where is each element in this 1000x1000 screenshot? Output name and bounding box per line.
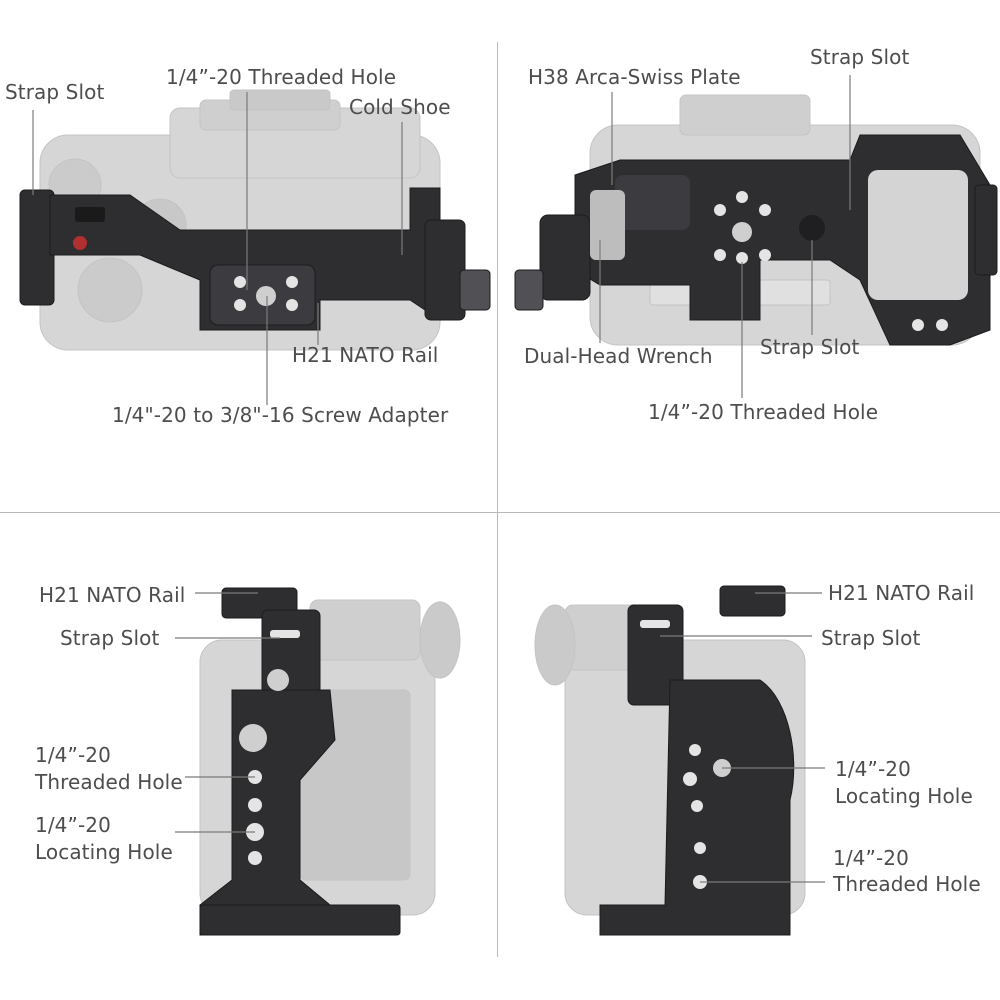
label-screw-adapter: 1/4"-20 to 3/8"-16 Screw Adapter xyxy=(112,403,449,427)
label-strap-slot-top: Strap Slot xyxy=(810,45,910,69)
label-threaded-hole-line1: 1/4”-20 xyxy=(833,846,909,870)
vertical-divider xyxy=(497,42,498,957)
label-strap-slot-bottom: Strap Slot xyxy=(760,335,860,359)
label-locating-hole-line1: 1/4”-20 xyxy=(835,757,911,781)
label-threaded-hole-line1: 1/4”-20 xyxy=(35,743,111,767)
label-threaded-hole: 1/4”-20 Threaded Hole xyxy=(648,400,879,424)
label-strap-slot: Strap Slot xyxy=(5,80,105,104)
label-nato-rail: H21 NATO Rail xyxy=(39,583,186,607)
label-locating-hole-line2: Locating Hole xyxy=(835,784,973,808)
label-threaded-hole: 1/4”-20 Threaded Hole xyxy=(166,65,397,89)
label-nato-rail: H21 NATO Rail xyxy=(292,343,439,367)
label-threaded-hole-line2: Threaded Hole xyxy=(833,872,981,896)
label-dual-head-wrench: Dual-Head Wrench xyxy=(524,344,713,368)
label-arca-plate: H38 Arca-Swiss Plate xyxy=(528,65,741,89)
label-strap-slot: Strap Slot xyxy=(821,626,921,650)
label-locating-hole-line1: 1/4”-20 xyxy=(35,813,111,837)
label-threaded-hole-line2: Threaded Hole xyxy=(35,770,183,794)
label-cold-shoe: Cold Shoe xyxy=(349,95,451,119)
horizontal-divider xyxy=(0,512,1000,513)
label-locating-hole-line2: Locating Hole xyxy=(35,840,173,864)
label-strap-slot: Strap Slot xyxy=(60,626,160,650)
label-nato-rail: H21 NATO Rail xyxy=(828,581,975,605)
